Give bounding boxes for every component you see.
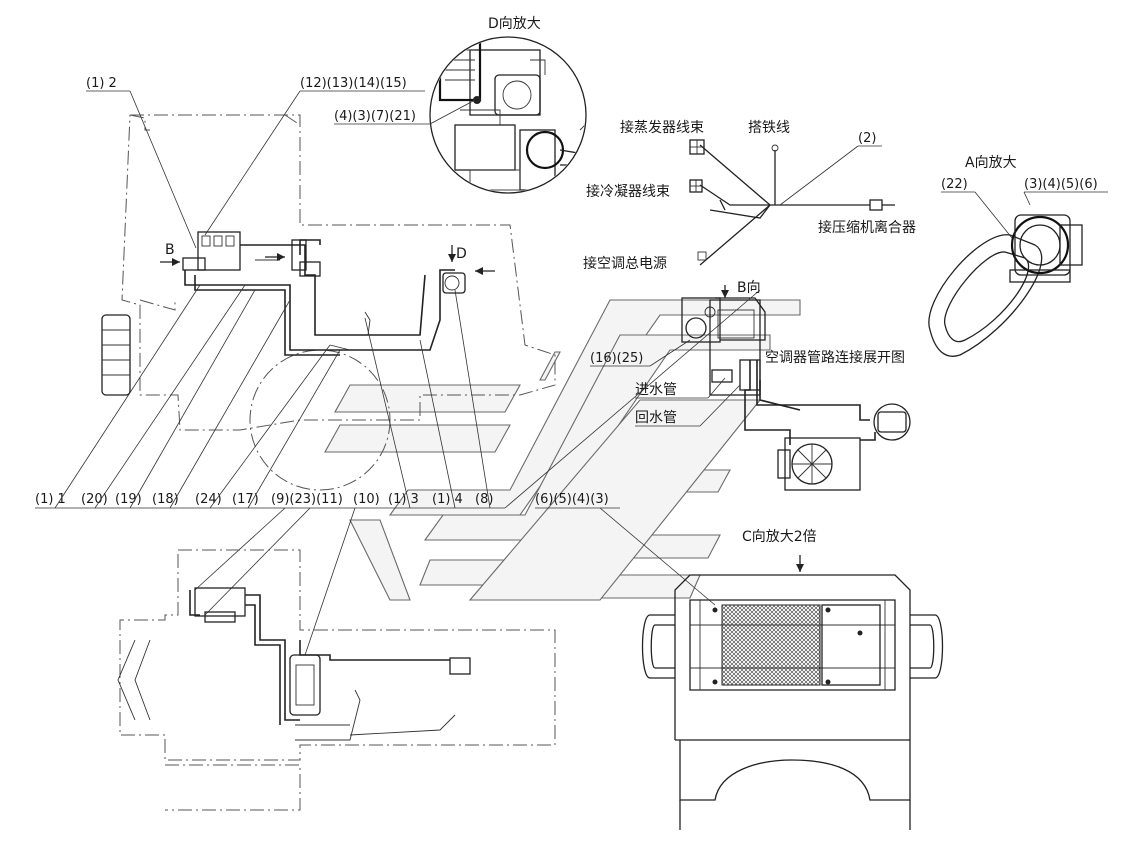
view-d-detail: D向放大 — [429, 16, 587, 194]
condenser-harness-label: 接冷凝器线束 — [586, 183, 670, 200]
truck-plan-view-bottom — [117, 549, 556, 811]
ground-wire-label: 搭铁线 — [748, 120, 790, 136]
view-b-marker-label: B — [165, 242, 175, 258]
callout-4-3-7-21: (4)(3)(7)(21) — [334, 109, 416, 124]
callout-1-3: (1) 3 — [388, 492, 419, 507]
water-return-label: 回水管 — [635, 410, 677, 426]
view-a-title: A向放大 — [965, 155, 1017, 171]
evaporator-harness-label: 接蒸发器线束 — [620, 119, 704, 136]
wiring-harness: 接蒸发器线束 搭铁线 接冷凝器线束 接压缩机离合器 接空调总电源 — [583, 119, 916, 272]
callout-24: (24) — [195, 492, 222, 507]
callout-17: (17) — [232, 492, 259, 507]
pipe-layout-label: 空调器管路连接展开图 — [765, 349, 905, 366]
view-c-title: C向放大2倍 — [742, 529, 817, 545]
view-d-marker-label: D — [456, 246, 467, 262]
callout-2: (2) — [858, 131, 876, 146]
view-a-detail: A向放大 (22) (3)(4)(5)(6) — [928, 155, 1108, 357]
callout-16-25: (16)(25) — [590, 351, 643, 366]
callout-leaders-top: (1) 2 (12)(13)(14)(15) (4)(3)(7)(21) (2)… — [86, 76, 882, 367]
ac-main-power-label: 接空调总电源 — [583, 255, 667, 272]
callout-10: (10) — [353, 492, 380, 507]
truck-side-view-top — [101, 114, 556, 491]
water-inlet-label: 进水管 — [635, 382, 677, 398]
view-b-arrow: B — [160, 242, 180, 266]
callout-8: (8) — [475, 492, 493, 507]
callout-1-4: (1) 4 — [432, 492, 463, 507]
callout-18: (18) — [152, 492, 179, 507]
callout-row-bottom: (1) 1 (20) (19) (18) (24) (17) (9)(23)(1… — [35, 284, 761, 656]
callout-19: (19) — [115, 492, 142, 507]
compressor-clutch-label: 接压缩机离合器 — [818, 219, 916, 236]
callout-20: (20) — [81, 492, 108, 507]
callout-12-15: (12)(13)(14)(15) — [300, 76, 407, 91]
callout-22: (22) — [941, 177, 968, 192]
callout-6-5-4-3: (6)(5)(4)(3) — [535, 492, 609, 507]
callout-3-4-5-6: (3)(4)(5)(6) — [1024, 177, 1098, 192]
callout-1-1: (1) 1 — [35, 492, 66, 507]
callout-1-2: (1) 2 — [86, 76, 117, 91]
view-d-title: D向放大 — [488, 16, 541, 32]
view-c-detail: C向放大2倍 — [641, 529, 944, 830]
view-b-title: B向 — [737, 280, 761, 296]
callout-9-23-11: (9)(23)(11) — [271, 492, 343, 507]
view-d-arrow: D — [265, 245, 495, 275]
view-b-detail: B向 空调器管路连接展开图 进水管 回水管 — [635, 280, 911, 491]
watermark-logo — [324, 299, 801, 601]
